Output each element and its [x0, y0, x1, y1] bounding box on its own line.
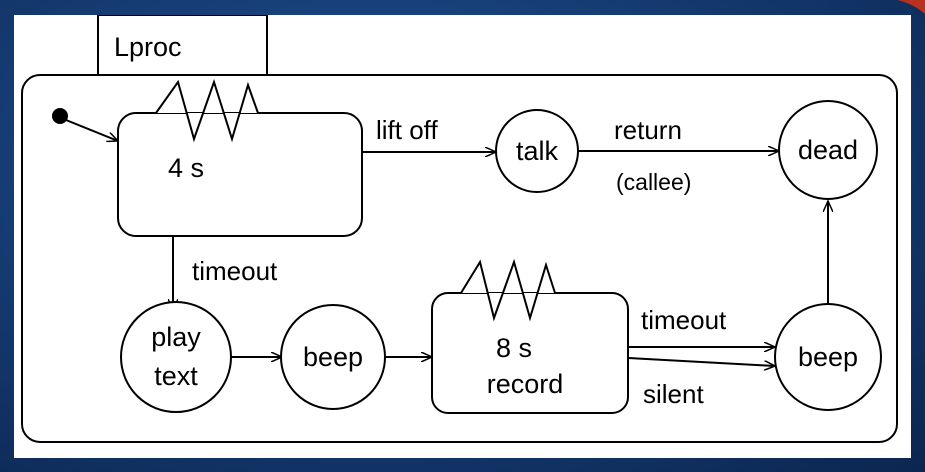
process-state-border: [21, 74, 898, 443]
wait-state-label: 4 s: [168, 153, 204, 183]
dead-state: [778, 100, 878, 200]
record-state-label-line2: record: [487, 369, 564, 399]
silent-arrow: [627, 357, 775, 366]
statechart-svg: Lproc 4 s lift off talk return (callee) …: [21, 14, 898, 443]
timeout-down-label: timeout: [192, 256, 278, 286]
initial-transition-arrow: [65, 119, 118, 141]
talk-state-label: talk: [516, 136, 559, 166]
play-text-label-line1: play: [151, 322, 201, 352]
dead-state-label: dead: [798, 135, 858, 165]
process-tab-label: Lproc: [114, 32, 182, 62]
statechart-panel: Lproc 4 s lift off talk return (callee) …: [14, 14, 911, 458]
callee-label: (callee): [616, 169, 691, 195]
initial-state-dot: [52, 108, 68, 124]
record-state-label-line1: 8 s: [496, 333, 532, 363]
beep-state-2-label: beep: [798, 342, 858, 372]
return-label: return: [614, 115, 682, 145]
timer-zigzag-icon-2: [460, 258, 556, 322]
lift-off-label: lift off: [376, 115, 438, 145]
slide-corner-accent: [897, 0, 925, 14]
beep-state-1-label: beep: [303, 342, 363, 372]
timeout-right-label: timeout: [641, 305, 727, 335]
play-text-state: [120, 301, 232, 413]
wait-state: [117, 112, 363, 237]
silent-label: silent: [643, 379, 704, 409]
timer-zigzag-icon: [155, 78, 259, 143]
play-text-label-line2: text: [154, 361, 198, 391]
